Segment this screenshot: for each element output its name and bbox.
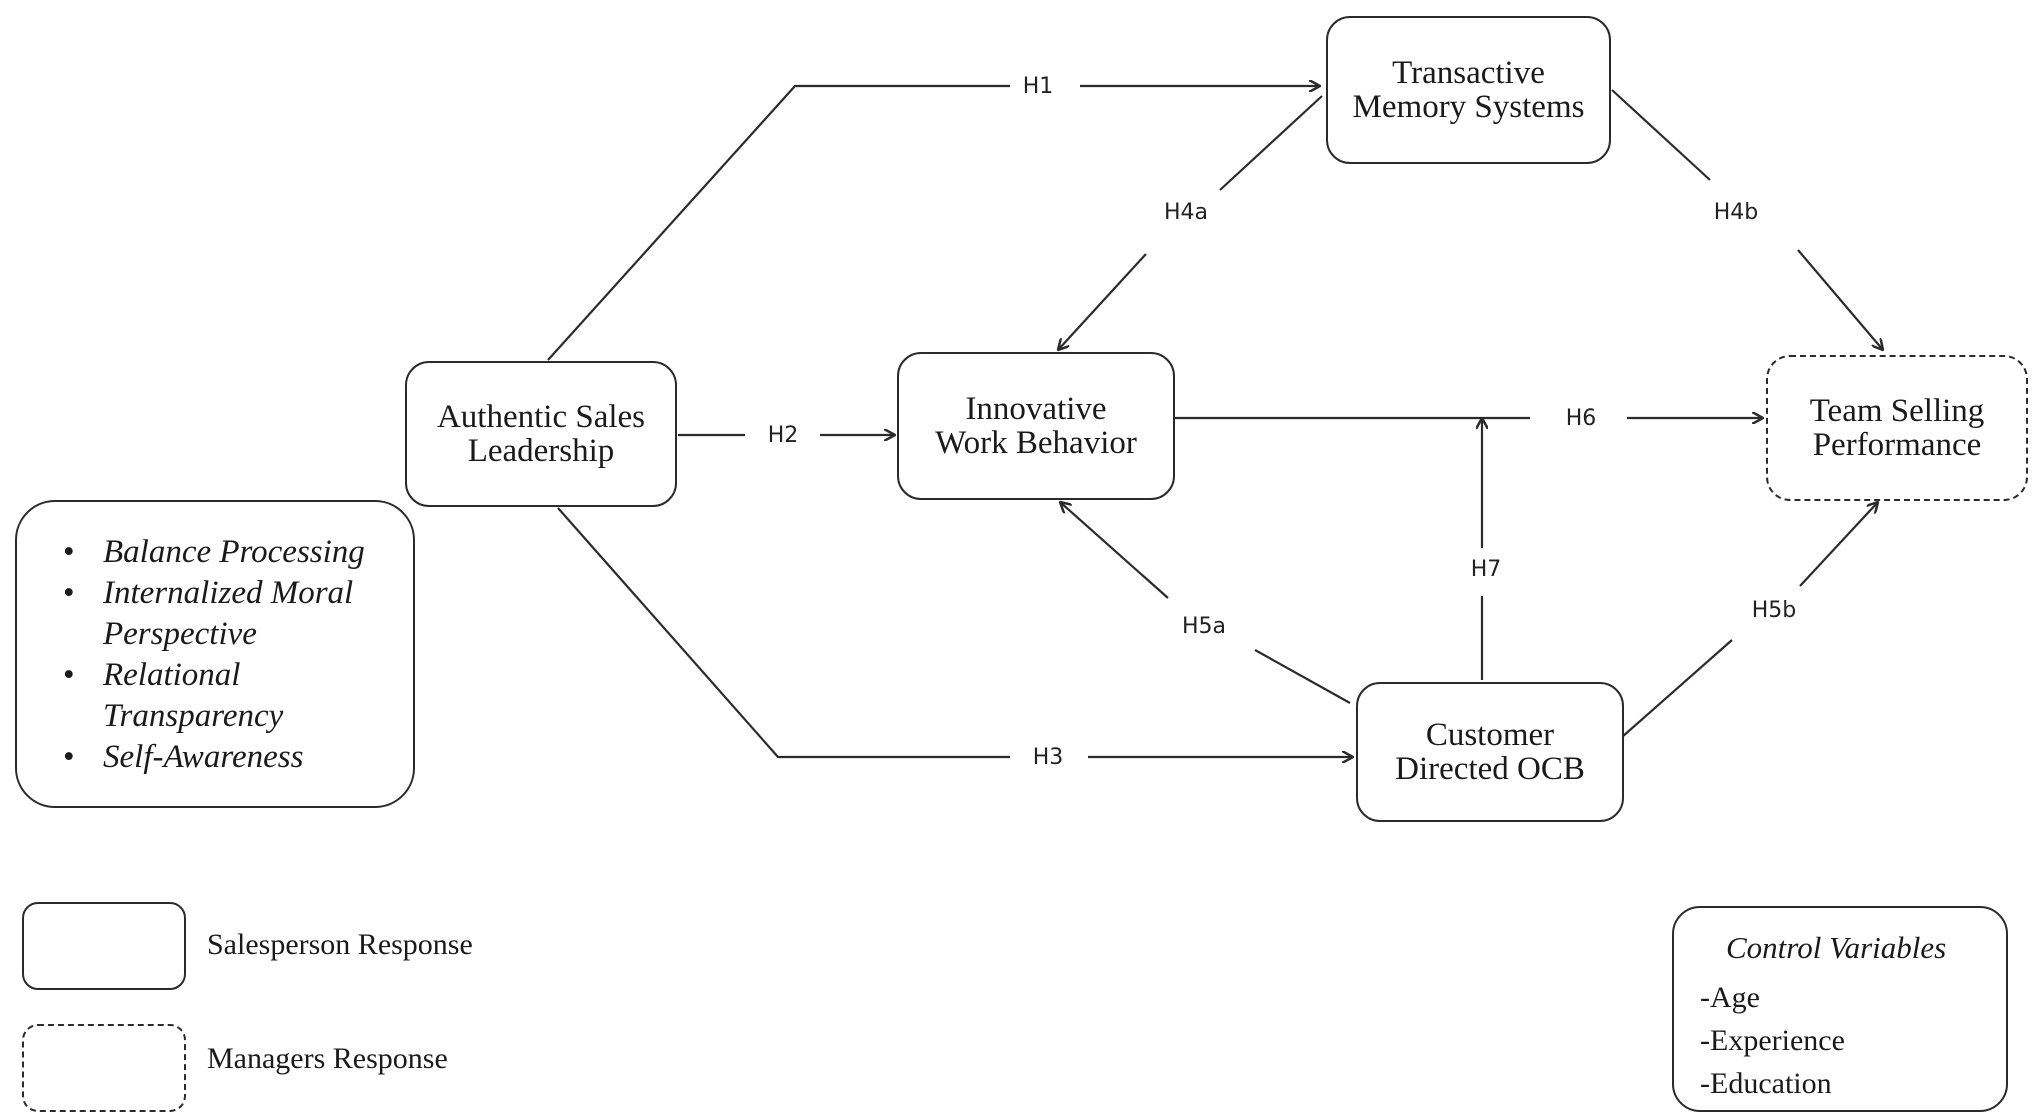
node-line: Innovative (965, 391, 1107, 427)
dimensions-list: Balance Processing Internalized Moral Pe… (47, 532, 365, 778)
node-line: Team Selling (1809, 393, 1985, 429)
edge-h5a-bottom (1254, 649, 1351, 704)
label-h2: H2 (768, 423, 799, 448)
dimension-item-continued: Transparency (103, 698, 284, 734)
node-authentic-sales-leadership: Authentic Sales Leadership (405, 361, 677, 507)
legend-managers-label: Managers Response (207, 1042, 448, 1075)
leadership-dimensions-box: Balance Processing Internalized Moral Pe… (15, 500, 415, 808)
edge-h4b-top (1611, 89, 1711, 181)
edge-h4a-bottom (1058, 253, 1147, 350)
label-h3: H3 (1033, 745, 1064, 770)
dimension-item: Self-Awareness (47, 737, 365, 778)
label-h5b: H5b (1752, 598, 1797, 623)
edge-h5b-top (1799, 502, 1878, 587)
node-innovative-work-behavior: Innovative Work Behavior (897, 352, 1175, 500)
node-customer-directed-ocb: Customer Directed OCB (1356, 682, 1624, 822)
dimension-item: Internalized Moral (47, 573, 365, 614)
label-h4a: H4a (1164, 200, 1208, 225)
node-line: Memory Systems (1352, 89, 1585, 125)
label-h7: H7 (1471, 557, 1502, 582)
control-variable-item: -Education (1700, 1067, 1832, 1100)
node-team-selling-performance: Team Selling Performance (1766, 355, 2028, 501)
node-line: Transactive (1392, 55, 1545, 91)
control-variables-box: Control Variables -Age -Experience -Educ… (1672, 906, 2008, 1112)
node-line: Performance (1812, 427, 1982, 463)
legend-solid-box (22, 902, 186, 990)
dimension-item-continued: Perspective (103, 616, 257, 652)
control-variables-list: -Age -Experience -Education (1700, 976, 1845, 1105)
edge-h4a-top (1219, 95, 1323, 191)
node-line: Leadership (467, 433, 615, 469)
edge-h1 (547, 84, 1010, 361)
node-line: Directed OCB (1395, 751, 1585, 787)
control-variable-item: -Age (1700, 981, 1760, 1014)
dimension-item: Relational (47, 655, 365, 696)
control-variables-title: Control Variables (1726, 930, 1947, 965)
legend-salesperson-label: Salesperson Response (207, 928, 473, 961)
label-h5a: H5a (1182, 614, 1226, 639)
node-line: Customer (1425, 717, 1555, 753)
node-line: Work Behavior (935, 425, 1137, 461)
label-h4b: H4b (1714, 200, 1759, 225)
dimension-item: Balance Processing (47, 532, 365, 573)
label-h1: H1 (1023, 74, 1054, 99)
label-h6: H6 (1566, 406, 1597, 431)
node-line: Authentic Sales (436, 399, 646, 435)
edge-h5b-bottom (1621, 639, 1733, 738)
edge-h4b-bottom (1797, 249, 1883, 350)
control-variable-item: -Experience (1700, 1024, 1845, 1057)
node-transactive-memory-systems: Transactive Memory Systems (1326, 16, 1611, 164)
edge-h3 (557, 507, 1010, 759)
legend-dashed-box (22, 1024, 186, 1112)
edge-h5a-top (1060, 502, 1169, 599)
